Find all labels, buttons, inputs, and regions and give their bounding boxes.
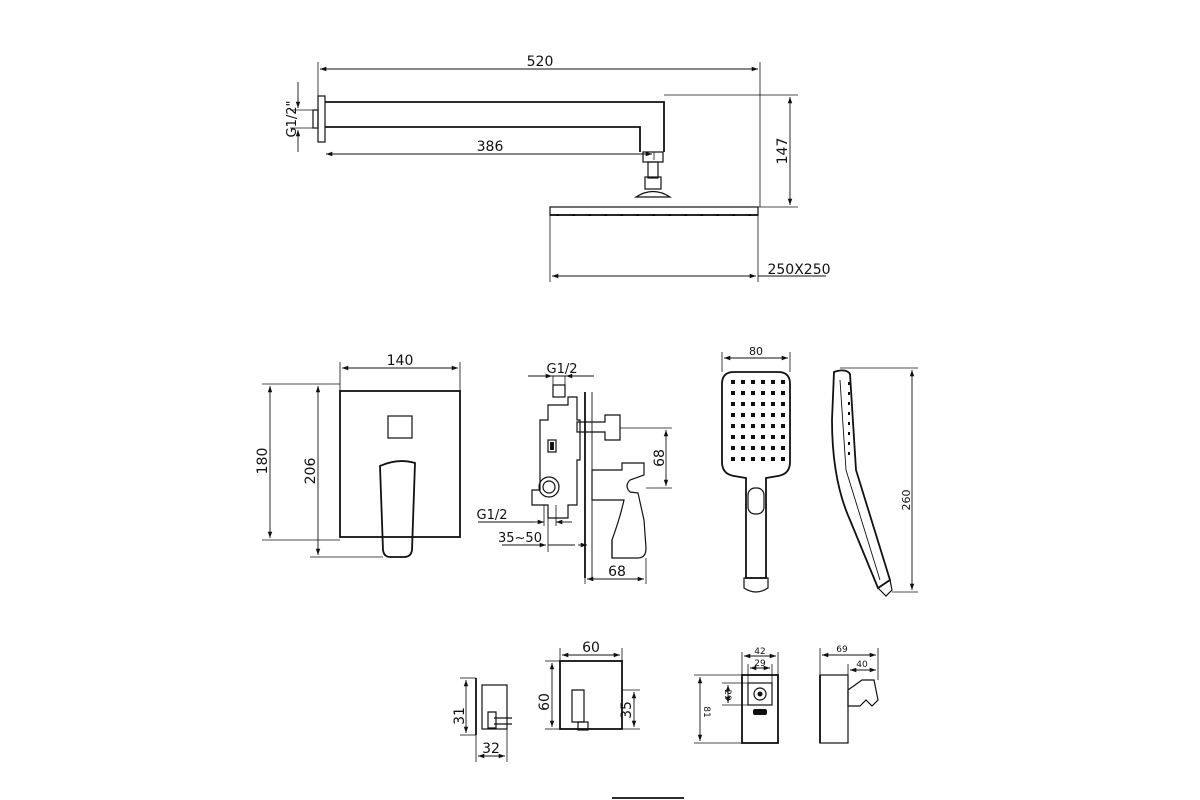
thread-stub bbox=[312, 109, 319, 129]
dim-valve-thread-top: G1/2 bbox=[547, 362, 578, 377]
holder-front: 42 29 29 81 bbox=[694, 647, 779, 744]
holder-plate bbox=[741, 674, 779, 744]
nozzle-grid bbox=[731, 380, 785, 461]
shower-arm-view: 520 386 147 G1/2" 250X250 bbox=[285, 54, 831, 282]
arm-nut bbox=[642, 151, 664, 163]
dim-holder-width: 42 bbox=[754, 647, 765, 657]
dim-bracket-depth: 69 bbox=[836, 645, 848, 655]
dim-thread-top: G1/2" bbox=[285, 101, 300, 138]
arm-outer bbox=[325, 101, 665, 152]
dim-outlet-width: 60 bbox=[582, 640, 600, 656]
outlet-plate bbox=[559, 660, 623, 730]
valve-handle bbox=[379, 460, 416, 558]
dim-bracket-inner-depth: 40 bbox=[856, 660, 868, 670]
bracket-side: 69 40 bbox=[819, 645, 879, 744]
dim-valve-width: 140 bbox=[387, 353, 414, 369]
arm-inner bbox=[325, 126, 641, 152]
valve-handle-side bbox=[591, 462, 647, 559]
hand-shower-side-body bbox=[831, 369, 892, 590]
ball-joint bbox=[633, 190, 673, 198]
hand-shower-body bbox=[721, 371, 791, 579]
hand-shower-connector bbox=[743, 577, 769, 593]
dim-holder-inner-width: 29 bbox=[754, 659, 766, 669]
dim-outlet-height: 31 bbox=[452, 707, 468, 725]
hand-shower-side: 260 bbox=[831, 367, 918, 597]
dim-outlet-depth: 32 bbox=[482, 741, 500, 757]
dim-valve-plate-height: 180 bbox=[255, 448, 271, 475]
dim-outlet-port-height: 35 bbox=[619, 701, 635, 719]
dim-hand-width: 80 bbox=[749, 345, 763, 358]
valve-cover-plate bbox=[339, 390, 461, 538]
bracket-base bbox=[819, 674, 849, 744]
outlet-body-side bbox=[481, 684, 508, 730]
dim-outlet-plate-height: 60 bbox=[537, 693, 553, 711]
dim-valve-handle-depth: 68 bbox=[608, 564, 626, 580]
rain-head bbox=[549, 206, 759, 216]
valve-body bbox=[531, 396, 581, 519]
dim-shower-head-size: 250X250 bbox=[767, 262, 830, 278]
dim-arm-length: 520 bbox=[527, 54, 554, 70]
hand-shower-front: 80 bbox=[721, 345, 791, 593]
valve-side-view: G1/2 68 G1/2 35~50 68 bbox=[477, 362, 672, 584]
dim-holder-inner-height: 29 bbox=[722, 689, 732, 701]
wall-flange bbox=[317, 95, 326, 143]
dim-valve-depth-range: 35~50 bbox=[498, 531, 542, 546]
wall-outlet-front: 60 60 35 bbox=[537, 640, 640, 731]
holder-cradle bbox=[747, 682, 773, 706]
dim-arm-drop: 147 bbox=[775, 138, 791, 165]
dim-arm-inner: 386 bbox=[477, 139, 504, 155]
valve-outlet bbox=[576, 414, 621, 441]
valve-front-view: 140 180 206 bbox=[255, 353, 461, 558]
diverter-button bbox=[387, 415, 413, 439]
hand-shower-button bbox=[747, 487, 765, 515]
bracket-clip bbox=[847, 679, 879, 707]
dim-valve-height: 206 bbox=[303, 458, 319, 485]
dim-valve-handle-offset: 68 bbox=[652, 449, 668, 467]
dim-valve-thread-bottom: G1/2 bbox=[477, 508, 508, 523]
dim-holder-height: 81 bbox=[701, 706, 711, 717]
wall-outlet-side: 31 32 bbox=[452, 677, 512, 762]
dim-hand-length: 260 bbox=[900, 490, 913, 511]
